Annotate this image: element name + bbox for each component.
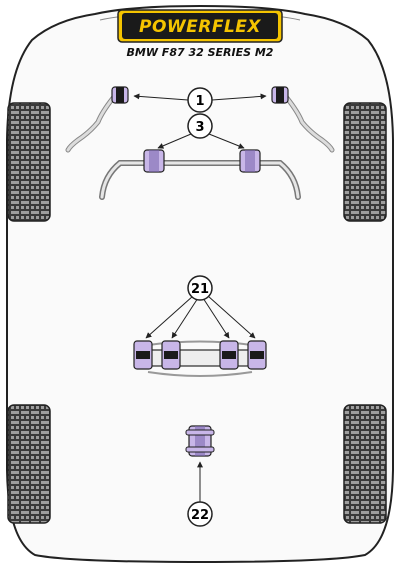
rear-diff-bushing	[185, 425, 215, 457]
callout-1-label: 1	[195, 94, 204, 109]
callout-22-label: 22	[191, 508, 209, 523]
front-anti-roll-bar	[99, 149, 301, 200]
brand-name: POWERFLEX	[139, 17, 261, 37]
callout-1: 1	[133, 87, 267, 113]
front-left-tire	[7, 102, 51, 222]
model-label: BMW F87 32 SERIES M2	[127, 46, 274, 59]
front-right-arm	[271, 86, 335, 153]
rear-right-tire	[343, 404, 387, 524]
callout-3: 3	[157, 113, 245, 149]
callout-21-label: 21	[191, 282, 209, 297]
callout-3-label: 3	[195, 120, 204, 135]
powerflex-logo: POWERFLEX	[117, 9, 283, 43]
front-left-arm	[65, 86, 129, 153]
callout-21: 21	[145, 275, 256, 339]
front-right-tire	[343, 102, 387, 222]
callout-22: 22	[187, 461, 213, 527]
rear-subframe	[133, 340, 267, 377]
rear-left-tire	[7, 404, 51, 524]
